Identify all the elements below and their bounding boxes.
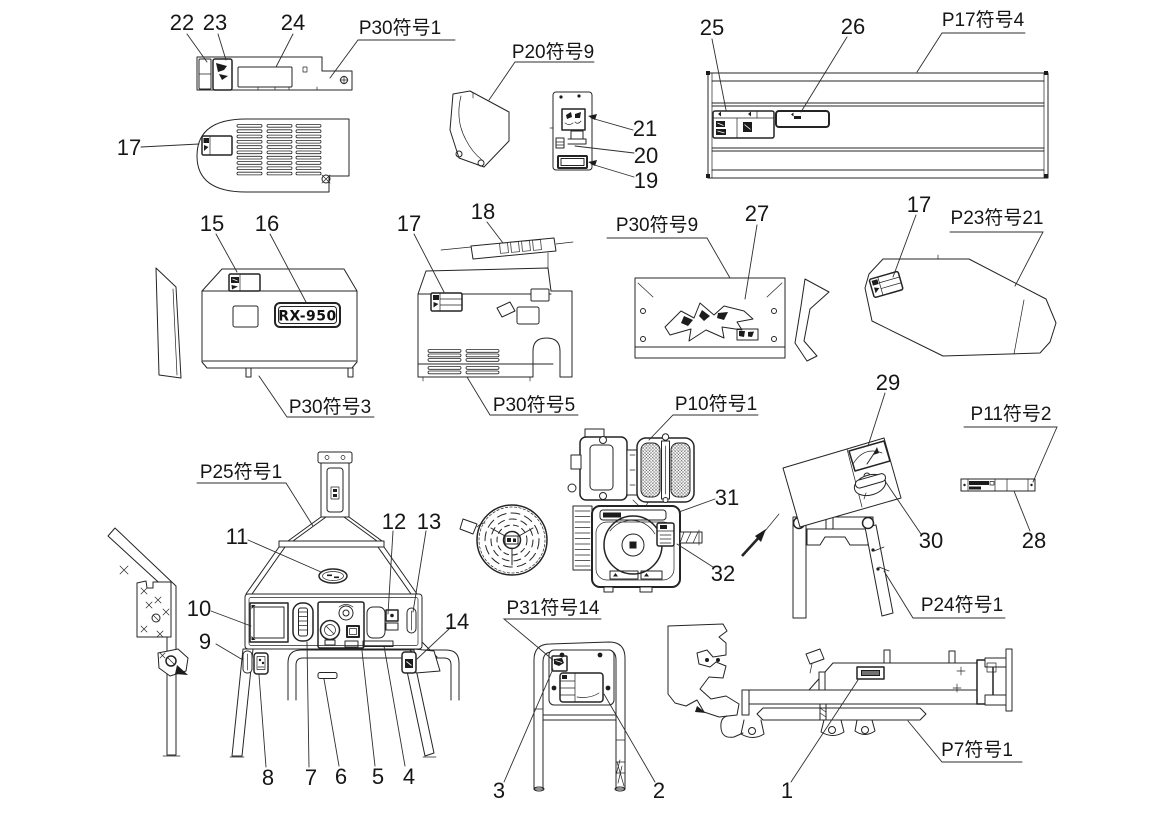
- model-logo-text: RX-950: [278, 309, 336, 325]
- callout-14: 14: [445, 609, 469, 634]
- gauge-handle-assembly: [741, 437, 902, 619]
- side-bracket-p20: [449, 90, 510, 168]
- engine-outlet: [656, 522, 675, 547]
- callout-16: 16: [255, 211, 279, 236]
- reference-labels: P30符号1 P20符号9 P17符号4 P30符号3 P30符号5 P30符号…: [200, 9, 1052, 761]
- vent-slats-2: [417, 349, 554, 375]
- callout-13: 13: [417, 509, 441, 534]
- ref-p30-5: P30符号5: [493, 394, 575, 416]
- callout-5: 5: [372, 764, 384, 789]
- control-tower: [229, 451, 460, 758]
- switch-panel: [549, 91, 593, 171]
- ref-p17-4: P17符号4: [942, 9, 1025, 31]
- callout-30: 30: [919, 528, 943, 553]
- ref-p23-21: P23符号21: [951, 207, 1044, 229]
- ref-p30-9: P30符号9: [616, 214, 698, 236]
- panel-control-box: [317, 601, 365, 649]
- callout-7: 7: [305, 765, 317, 790]
- callout-11: 11: [226, 524, 249, 549]
- callout-23: 23: [203, 10, 227, 35]
- handle-frame: [533, 641, 626, 792]
- air-filter: [636, 433, 695, 503]
- leader-lines: [140, 32, 1058, 783]
- callout-numbers: 22 23 24 17 21 20 19 25 26 15 16 17 18 2…: [117, 10, 1046, 803]
- callout-18: 18: [471, 199, 495, 224]
- callout-31: 31: [715, 485, 739, 510]
- left-support: [107, 527, 189, 757]
- callout-28: 28: [1022, 528, 1046, 553]
- model-cover-group: RX-950: [155, 267, 358, 379]
- callout-10: 10: [187, 596, 211, 621]
- model-logo: RX-950: [274, 302, 341, 328]
- panel-breaker: [292, 602, 314, 642]
- engine: [567, 428, 703, 593]
- callout-20: 20: [634, 143, 658, 168]
- gauge-box: [782, 437, 902, 528]
- callout-17: 17: [117, 135, 141, 160]
- ref-p30-3: P30符号3: [289, 396, 371, 418]
- brand-logo-graphic: [664, 302, 759, 342]
- chassis: [667, 623, 1013, 738]
- callout-8: 8: [262, 765, 274, 790]
- side-bracket-14: [401, 648, 441, 674]
- base-arch: [287, 649, 460, 701]
- side-box-8: [253, 652, 269, 675]
- thin-strip-28: [960, 478, 1036, 492]
- callout-32: 32: [711, 561, 735, 586]
- callout-22: 22: [170, 10, 194, 35]
- bent-bracket: [794, 278, 830, 362]
- callout-6: 6: [335, 764, 347, 789]
- callout-24: 24: [281, 10, 305, 35]
- ref-p20-9: P20符号9: [512, 41, 594, 63]
- vented-cover-mid: [417, 237, 574, 382]
- base-strip-6: [317, 672, 338, 679]
- recoil-starter: [459, 504, 548, 576]
- callout-2: 2: [653, 778, 665, 803]
- callout-3: 3: [493, 778, 505, 803]
- callout-26: 26: [841, 14, 865, 39]
- tank-shell: [864, 254, 1057, 357]
- callout-9: 9: [199, 629, 211, 654]
- callout-25: 25: [700, 15, 724, 40]
- callout-17: 17: [907, 192, 931, 217]
- ref-p10-1: P10符号1: [675, 393, 757, 415]
- callout-1: 1: [781, 778, 793, 803]
- callout-27: 27: [745, 201, 769, 226]
- callout-29: 29: [876, 370, 900, 395]
- panel-receptacle: [249, 602, 289, 643]
- callout-12: 12: [382, 509, 406, 534]
- callout-21: 21: [633, 116, 657, 141]
- callout-15: 15: [200, 211, 224, 236]
- ref-p25-1: P25符号1: [200, 461, 282, 483]
- callout-17: 17: [397, 211, 421, 236]
- panel-strip-4: [362, 640, 394, 647]
- panel-pill-13: [406, 607, 417, 634]
- ref-p24-1: P24符号1: [921, 594, 1003, 616]
- brand-panel: [634, 277, 830, 362]
- callout-19: 19: [634, 168, 658, 193]
- ref-p31-14: P31符号14: [507, 597, 600, 619]
- ref-p7-1: P7符号1: [941, 739, 1013, 761]
- top-strip-plate: [196, 56, 353, 91]
- panel-switch-12: [385, 609, 399, 631]
- vented-cover-top: [196, 118, 350, 193]
- ref-p30-1: P30符号1: [359, 17, 441, 39]
- long-rail: [706, 71, 1049, 179]
- ref-p11-2: P11符号2: [971, 403, 1052, 425]
- callout-4: 4: [403, 764, 415, 789]
